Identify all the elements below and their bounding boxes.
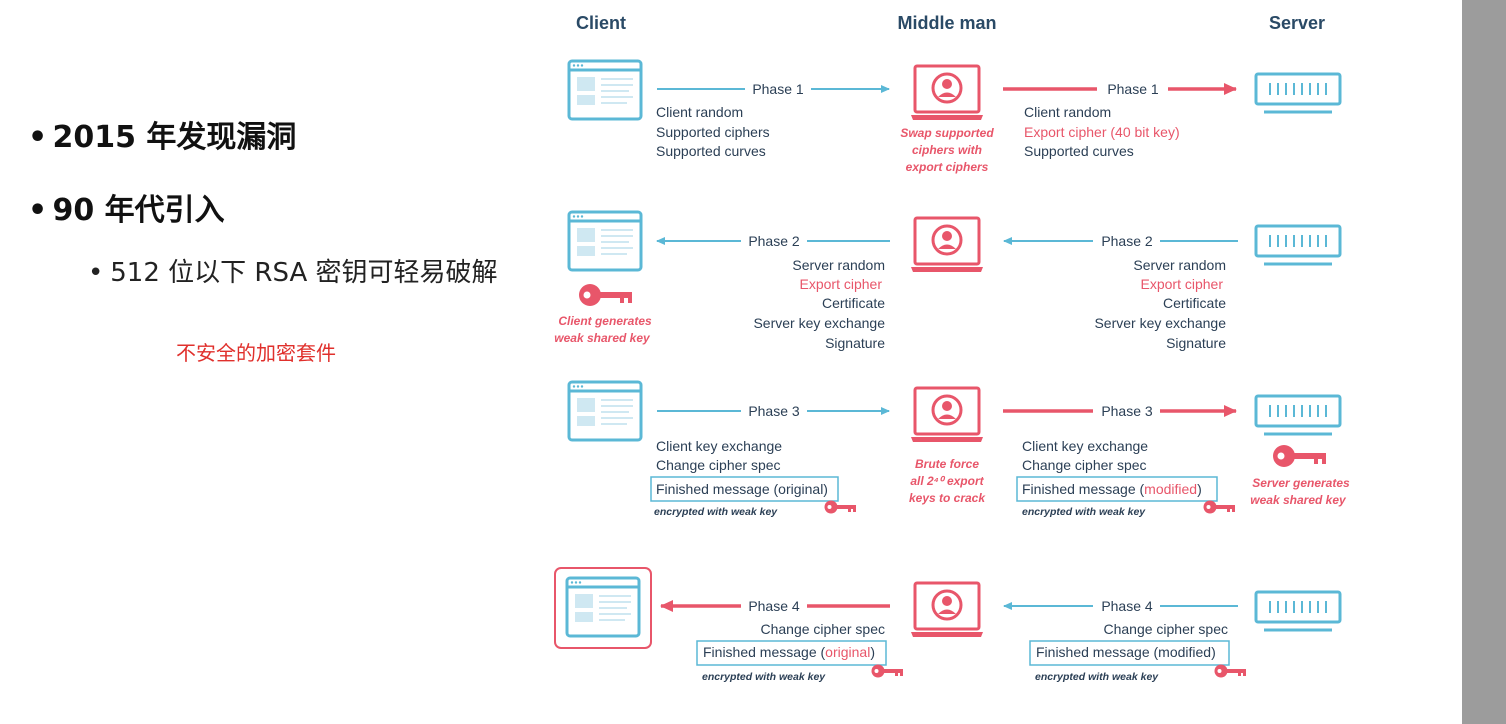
p1-server-line: Supported curves [1024, 143, 1134, 159]
p1-client-line: Supported ciphers [656, 124, 770, 140]
insecure-cipher-note: 不安全的加密套件 [176, 341, 336, 365]
attacker-laptop-icon [909, 64, 985, 122]
p3-middle-note: all 2⁴⁰ export [910, 474, 984, 488]
finished-modified: modified [1144, 481, 1197, 497]
server-icon [1254, 394, 1342, 436]
p4-mid-finished-box [696, 640, 887, 666]
key-small-icon [1203, 500, 1235, 514]
attacker-laptop-icon [909, 386, 985, 444]
bullet-text: 90 年代引入 [52, 193, 225, 228]
bullet-text: 2015 年发现漏洞 [52, 120, 297, 155]
p3-server-finished-box [1016, 476, 1218, 502]
server-key-icon [1273, 445, 1326, 467]
attacker-laptop-icon [909, 581, 985, 639]
finished-suffix: ) [870, 644, 875, 660]
key-small-icon [871, 664, 903, 678]
finished-suffix: ) [1197, 481, 1202, 497]
phase3-left-label: Phase 3 [748, 403, 800, 419]
p3-server-encrypted: encrypted with weak key [1022, 506, 1146, 518]
client-browser-icon [567, 210, 643, 272]
bullet-marker: • [88, 258, 104, 288]
freak-attack-diagram: Client Middle man Server Phase 1 Phase 1… [554, 13, 1350, 683]
p3-client-line: Client key exchange [656, 438, 782, 454]
p3-server-note: weak shared key [1250, 493, 1347, 507]
bullet-text: 512 位以下 RSA 密钥可轻易破解 [110, 258, 498, 288]
phase3-right-label: Phase 3 [1101, 403, 1153, 419]
p3-server-line: Change cipher spec [1022, 457, 1147, 473]
client-browser-icon [565, 576, 641, 638]
presentation-side-panel [1462, 0, 1506, 724]
p2-client-note: weak shared key [554, 331, 651, 345]
client-column-header: Client [576, 13, 626, 33]
p2-right-line-export: Export cipher [1141, 276, 1224, 292]
slide: • 2015 年发现漏洞 • 90 年代引入 • 512 位以下 RSA 密钥可… [28, 13, 1351, 683]
p2-mid-line-export: Export cipher [800, 276, 883, 292]
p1-server-line: Client random [1024, 104, 1111, 120]
p1-server-line-export: Export cipher (40 bit key) [1024, 124, 1180, 140]
p3-middle-note: keys to crack [909, 491, 986, 505]
finished-original: original [825, 644, 870, 660]
p2-mid-line: Server key exchange [753, 315, 885, 331]
p2-right-line: Server random [1133, 257, 1226, 273]
p4-mid-line: Change cipher spec [760, 621, 885, 637]
p4-mid-finished: Finished message (original) [703, 644, 875, 660]
client-key-icon [579, 284, 632, 306]
p3-client-finished-box [650, 476, 839, 502]
p4-right-line: Change cipher spec [1103, 621, 1228, 637]
p3-client-encrypted: encrypted with weak key [654, 506, 778, 518]
client-browser-icon [567, 380, 643, 442]
phase2-left-label: Phase 2 [748, 233, 800, 249]
p4-mid-encrypted: encrypted with weak key [702, 671, 826, 683]
p3-middle-note: Brute force [915, 457, 979, 471]
phase1-right-label: Phase 1 [1107, 81, 1159, 97]
p2-client-note: Client generates [558, 314, 652, 328]
p1-middle-note: Swap supported [900, 126, 994, 140]
client-browser-icon [567, 59, 643, 121]
p4-right-finished-box [1029, 640, 1230, 666]
server-icon [1254, 590, 1342, 632]
middle-man-column-header: Middle man [897, 13, 996, 33]
finished-prefix: Finished message ( [1022, 481, 1145, 497]
server-icon [1254, 72, 1342, 114]
p3-server-line: Client key exchange [1022, 438, 1148, 454]
attacker-laptop-icon [909, 216, 985, 274]
finished-prefix: Finished message ( [703, 644, 826, 660]
p1-client-line: Supported curves [656, 143, 766, 159]
bullet-discovered-2015: • 2015 年发现漏洞 [28, 112, 296, 156]
sub-bullet-rsa-512: • 512 位以下 RSA 密钥可轻易破解 [88, 252, 498, 289]
p2-right-line: Certificate [1163, 295, 1226, 311]
p4-right-finished: Finished message (modified) [1036, 644, 1216, 660]
p3-client-finished: Finished message (original) [656, 481, 828, 497]
p1-middle-note: export ciphers [906, 160, 989, 174]
phase2-right-label: Phase 2 [1101, 233, 1153, 249]
p4-right-encrypted: encrypted with weak key [1035, 671, 1159, 683]
key-small-icon [824, 500, 856, 514]
key-small-icon [1214, 664, 1246, 678]
p3-client-line: Change cipher spec [656, 457, 781, 473]
p2-mid-line: Signature [825, 335, 885, 351]
server-icon [1254, 224, 1342, 266]
phase1-left-label: Phase 1 [752, 81, 804, 97]
p1-client-line: Client random [656, 104, 743, 120]
p2-mid-line: Certificate [822, 295, 885, 311]
p2-right-line: Signature [1166, 335, 1226, 351]
p3-server-finished: Finished message (modified) [1022, 481, 1202, 497]
bullet-introduced-90s: • 90 年代引入 [28, 185, 225, 229]
server-column-header: Server [1269, 13, 1325, 33]
p2-mid-line: Server random [792, 257, 885, 273]
p2-right-line: Server key exchange [1094, 315, 1226, 331]
p3-server-note: Server generates [1252, 476, 1350, 490]
phase4-right-label: Phase 4 [1101, 598, 1153, 614]
phase4-left-label: Phase 4 [748, 598, 800, 614]
p1-middle-note: ciphers with [912, 143, 982, 157]
